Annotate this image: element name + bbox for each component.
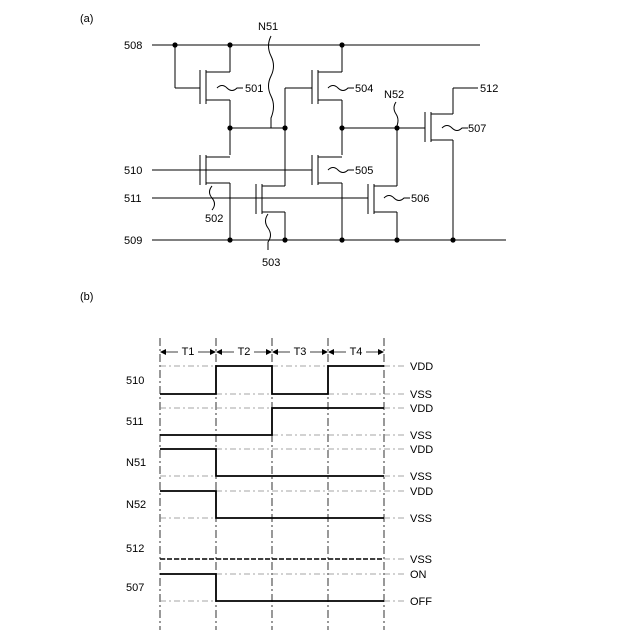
- label-t503: 503: [262, 257, 280, 269]
- period-label-T4: T4: [350, 346, 363, 358]
- signal-512-low-label: VSS: [410, 554, 432, 566]
- period-arrowhead-right: [210, 349, 216, 355]
- junction-dot: [282, 125, 287, 130]
- signal-510-name: 510: [126, 375, 144, 387]
- signal-n51-high-label: VDD: [410, 444, 433, 456]
- label-511: 511: [124, 193, 142, 205]
- t503-leader: [266, 214, 271, 250]
- timing-diagram: T1T2T3T4VDDVSS510VDDVSS511VDDVSSN51VDDVS…: [126, 338, 433, 630]
- period-arrowhead-left: [328, 349, 334, 355]
- label-t506: 506: [411, 193, 429, 205]
- junction-dot: [282, 237, 287, 242]
- label-t505: 505: [355, 165, 373, 177]
- signal-n52-low-label: VSS: [410, 513, 432, 525]
- period-arrowhead-right: [266, 349, 272, 355]
- signal-n52-name: N52: [126, 499, 146, 511]
- period-label-T2: T2: [238, 346, 251, 358]
- label-t502: 502: [205, 213, 223, 225]
- junction-dot: [172, 42, 177, 47]
- label-512: 512: [480, 83, 498, 95]
- label-509: 509: [124, 235, 142, 247]
- part-b-label: (b): [80, 291, 93, 303]
- signal-510-waveform: [160, 366, 384, 394]
- signal-507-high-label: ON: [410, 569, 427, 581]
- label-t501: 501: [245, 83, 263, 95]
- period-arrowhead-right: [322, 349, 328, 355]
- signal-510-low-label: VSS: [410, 389, 432, 401]
- label-t507: 507: [468, 123, 486, 135]
- signal-511-waveform: [160, 408, 384, 435]
- period-arrowhead-left: [216, 349, 222, 355]
- label-510: 510: [124, 165, 142, 177]
- t507-leader: [442, 126, 468, 131]
- t501-leader: [217, 86, 243, 91]
- t505-leader: [328, 168, 354, 173]
- signal-511-high-label: VDD: [410, 403, 433, 415]
- t504-leader: [328, 86, 354, 91]
- period-arrowhead-right: [378, 349, 384, 355]
- t506-leader: [384, 196, 410, 201]
- junction-dot: [450, 237, 455, 242]
- period-label-T3: T3: [294, 346, 307, 358]
- part-a-label: (a): [80, 13, 93, 25]
- junction-dot: [339, 125, 344, 130]
- signal-511-name: 511: [126, 416, 144, 428]
- junction-dot: [227, 237, 232, 242]
- junction-dot: [227, 42, 232, 47]
- junction-dot: [339, 237, 344, 242]
- junction-dot: [394, 237, 399, 242]
- label-n51: N51: [258, 21, 278, 33]
- signal-511-low-label: VSS: [410, 430, 432, 442]
- signal-n51-low-label: VSS: [410, 471, 432, 483]
- period-arrowhead-left: [160, 349, 166, 355]
- signal-510-high-label: VDD: [410, 361, 433, 373]
- junction-dot: [339, 42, 344, 47]
- period-label-T1: T1: [182, 346, 195, 358]
- signal-507-name: 507: [126, 582, 144, 594]
- label-508: 508: [124, 40, 142, 52]
- signal-507-low-label: OFF: [410, 596, 432, 608]
- label-n52: N52: [384, 89, 404, 101]
- signal-n51-name: N51: [126, 457, 146, 469]
- junction-dot: [394, 125, 399, 130]
- junction-dot: [227, 125, 232, 130]
- label-t504: 504: [355, 83, 373, 95]
- n51-leader: [269, 36, 274, 128]
- n52-leader: [394, 102, 398, 128]
- period-arrowhead-left: [272, 349, 278, 355]
- signal-n52-high-label: VDD: [410, 486, 433, 498]
- signal-512-name: 512: [126, 543, 144, 555]
